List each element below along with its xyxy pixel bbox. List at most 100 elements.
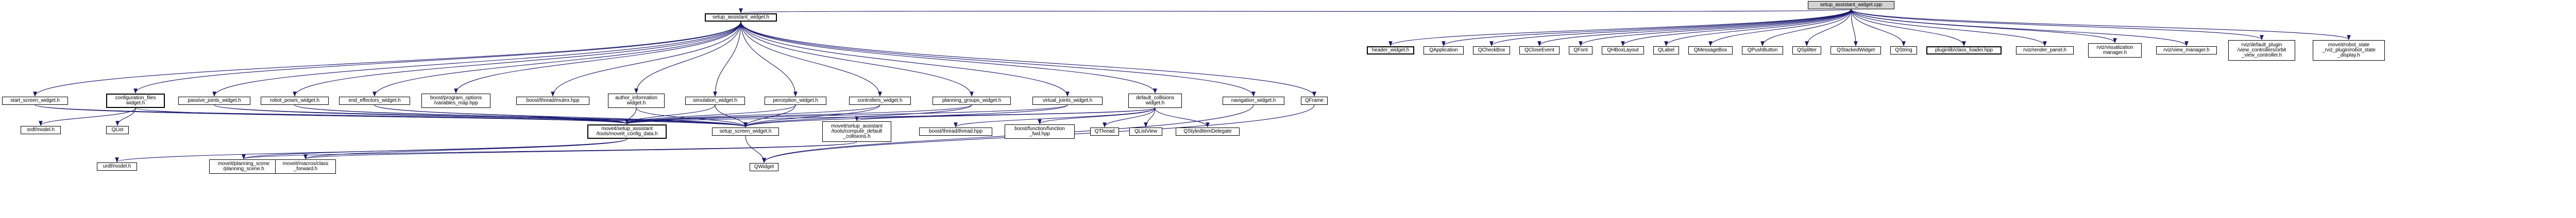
graph-node-simulation[interactable]: simulation_widget.h bbox=[685, 97, 745, 105]
graph-node-start_screen[interactable]: start_screen_widget.h bbox=[2, 97, 68, 105]
graph-edge bbox=[743, 104, 1068, 128]
graph-edge bbox=[634, 21, 741, 94]
graph-node-program_options[interactable]: boost/program_options /variables_map.hpp bbox=[421, 94, 490, 108]
graph-edge bbox=[1388, 9, 1852, 47]
graph-edge bbox=[1851, 9, 2264, 41]
graph-edge bbox=[1144, 107, 1156, 128]
graph-node-boost_thread[interactable]: boost/thread/thread.hpp bbox=[919, 128, 992, 136]
graph-node-qsplitter[interactable]: QSplitter bbox=[1792, 46, 1821, 55]
graph-node-saw_h[interactable]: setup_assistant_widget.h bbox=[705, 13, 777, 22]
graph-node-config_data[interactable]: moveit/setup_assistant /tools/moveit_con… bbox=[587, 124, 667, 139]
graph-edge bbox=[242, 138, 628, 160]
graph-edge bbox=[1851, 9, 1858, 47]
graph-node-planning_scene[interactable]: moveit/planning_scene /planning_scene.h bbox=[209, 159, 278, 174]
graph-node-planning_groups[interactable]: planning_groups_widget.h bbox=[933, 97, 1011, 105]
graph-edge bbox=[1155, 107, 1210, 128]
graph-edge bbox=[740, 8, 1852, 14]
graph-node-vis_manager[interactable]: rviz/visualization manager.h bbox=[2088, 43, 2142, 58]
graph-node-boost_function[interactable]: boost/function/function _fwd.hpp bbox=[1005, 124, 1075, 139]
graph-node-qmessagebox[interactable]: QMessageBox bbox=[1688, 46, 1733, 55]
graph-node-srdf_model[interactable]: srdf/model.h bbox=[21, 126, 61, 134]
graph-node-controllers[interactable]: controllers_widget.h bbox=[849, 97, 911, 105]
graph-node-passive_joints[interactable]: passive_joints_widget.h bbox=[178, 97, 250, 105]
graph-edge bbox=[214, 104, 748, 128]
graph-node-robot_poses[interactable]: robot_poses_widget.h bbox=[261, 97, 329, 105]
graph-node-orbit_vc[interactable]: rviz/default_plugin /view_controllers/or… bbox=[2228, 40, 2295, 61]
graph-edge bbox=[1489, 9, 1852, 47]
graph-edge bbox=[625, 107, 637, 125]
graph-node-ssw2[interactable]: setup_screen_widget.h bbox=[712, 128, 779, 136]
graph-edge bbox=[35, 104, 748, 128]
graph-node-virtual_joints[interactable]: virtual_joints_widget.h bbox=[1032, 97, 1103, 105]
graph-edge bbox=[214, 104, 629, 125]
graph-node-author_info[interactable]: author_information widget.h bbox=[608, 94, 665, 108]
graph-node-qpushbutton[interactable]: QPushButton bbox=[1742, 46, 1783, 55]
graph-edge bbox=[740, 21, 882, 97]
graph-edge bbox=[855, 107, 1156, 122]
graph-node-qcheckbox[interactable]: QCheckBox bbox=[1473, 46, 1510, 55]
graph-edge bbox=[1851, 9, 2117, 44]
graph-edge bbox=[1805, 9, 1852, 47]
graph-node-pluginlib[interactable]: pluginlib/class_loader.hpp bbox=[1926, 46, 2002, 55]
graph-node-header_widget[interactable]: header_widget.h bbox=[1367, 46, 1414, 55]
graph-node-qthread[interactable]: QThread bbox=[1090, 128, 1119, 136]
graph-edge bbox=[713, 21, 741, 97]
graph-edge bbox=[1708, 9, 1852, 47]
graph-edge bbox=[1038, 107, 1156, 125]
graph-edge bbox=[740, 21, 974, 97]
graph-edge bbox=[1664, 9, 1852, 47]
graph-node-qstring[interactable]: QString bbox=[1890, 46, 1917, 55]
graph-node-default_collisions[interactable]: default_collisions widget.h bbox=[1128, 94, 1182, 108]
graph-edge bbox=[740, 21, 1256, 97]
graph-node-compute_default_collisions[interactable]: moveit/setup_assistant /tools/compute_de… bbox=[822, 121, 891, 142]
graph-edge bbox=[740, 21, 798, 97]
graph-edge bbox=[303, 138, 628, 160]
graph-edge bbox=[454, 21, 741, 94]
graph-node-qframe[interactable]: QFrame bbox=[1301, 97, 1328, 105]
graph-node-view_manager[interactable]: rviz/view_manager.h bbox=[2156, 46, 2217, 55]
graph-node-qlistview[interactable]: QListView bbox=[1129, 128, 1162, 136]
graph-node-perception[interactable]: perception_widget.h bbox=[765, 97, 826, 105]
graph-edge bbox=[1851, 9, 1966, 47]
graph-edge bbox=[715, 104, 748, 128]
graph-node-boost_bind[interactable]: boost/thread/mutex.hpp bbox=[516, 97, 589, 105]
graph-edge bbox=[625, 104, 972, 125]
graph-edge bbox=[212, 21, 741, 97]
graph-edge bbox=[1851, 9, 2351, 41]
graph-node-qcloseevent[interactable]: QCloseEvent bbox=[1519, 46, 1560, 55]
graph-edge bbox=[740, 21, 1316, 97]
graph-node-macros_fwd[interactable]: moveit/macros/class _forward.h bbox=[275, 159, 336, 174]
graph-edge bbox=[294, 104, 748, 128]
graph-node-qwidget[interactable]: QWidget bbox=[750, 163, 778, 171]
graph-node-config_files[interactable]: configuration_files widget.h bbox=[106, 94, 165, 108]
graph-node-qlist[interactable]: QList bbox=[106, 126, 129, 134]
graph-edge bbox=[1851, 9, 2047, 47]
graph-edge bbox=[1851, 9, 2189, 47]
graph-edge bbox=[135, 107, 629, 125]
graph-node-end_effectors[interactable]: end_effectors_widget.h bbox=[339, 97, 410, 105]
graph-edge bbox=[743, 104, 796, 128]
graph-edge bbox=[1537, 9, 1852, 47]
graph-edge bbox=[115, 138, 628, 163]
graph-edge bbox=[374, 104, 748, 128]
graph-node-render_panel[interactable]: rviz/render_panel.h bbox=[2016, 46, 2074, 55]
graph-edge bbox=[1103, 107, 1156, 128]
graph-node-qhboxlayout[interactable]: QHBoxLayout bbox=[1602, 46, 1644, 55]
graph-node-qstackedwidget[interactable]: QStackedWidget bbox=[1831, 46, 1881, 55]
graph-node-qapplication[interactable]: QApplication bbox=[1423, 46, 1464, 55]
graph-edge bbox=[115, 107, 136, 126]
graph-node-robot_state_display[interactable]: moveit/robot_state _rviz_plugin/robot_st… bbox=[2313, 40, 2385, 61]
graph-node-root[interactable]: setup_assistant_widget.cpp bbox=[1808, 1, 1894, 9]
graph-edge bbox=[740, 21, 1070, 97]
graph-edge bbox=[242, 141, 857, 160]
graph-node-navigation[interactable]: navigation_widget.h bbox=[1223, 97, 1284, 105]
graph-node-qlabel[interactable]: QLabel bbox=[1653, 46, 1679, 55]
graph-node-qstyleitemdelegate[interactable]: QStyledItemDelegate bbox=[1176, 128, 1240, 136]
graph-node-qfont[interactable]: QFont bbox=[1569, 46, 1592, 55]
graph-node-urdf_model[interactable]: urdf/model.h bbox=[97, 162, 137, 171]
graph-edge bbox=[1851, 9, 1906, 47]
graph-edge bbox=[1442, 9, 1852, 47]
graph-edge bbox=[39, 107, 136, 126]
graph-edge bbox=[1760, 9, 1852, 47]
graph-edge bbox=[1621, 9, 1852, 47]
